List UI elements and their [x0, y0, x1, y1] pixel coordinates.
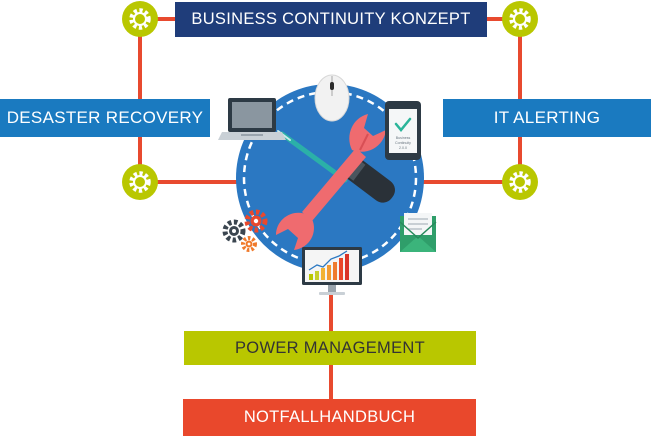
monitor-chart-icon	[302, 247, 362, 295]
smartphone-icon: Business Continuity 2.0.0	[385, 101, 421, 160]
gear-icon	[502, 1, 538, 37]
laptop-icon	[218, 98, 286, 140]
mail-icon	[399, 213, 437, 252]
cogs-icon	[222, 209, 268, 252]
business-continuity-box: BUSINESS CONTINUITY KONZEPT	[175, 2, 487, 37]
mouse-icon	[314, 74, 350, 122]
desaster-recovery-box: DESASTER RECOVERY	[0, 99, 210, 137]
phone-text-line3: 2.0.0	[399, 146, 407, 150]
phone-text-line1: Business	[396, 136, 411, 140]
power-management-box: POWER MANAGEMENT	[184, 331, 476, 365]
gear-icon	[502, 164, 538, 200]
it-alerting-box: IT ALERTING	[443, 99, 651, 137]
notfallhandbuch-box: NOTFALLHANDBUCH	[183, 399, 476, 436]
phone-text-line2: Continuity	[395, 141, 411, 145]
gear-icon	[122, 164, 158, 200]
wrench-icon	[276, 114, 386, 250]
gear-icon	[122, 1, 158, 37]
